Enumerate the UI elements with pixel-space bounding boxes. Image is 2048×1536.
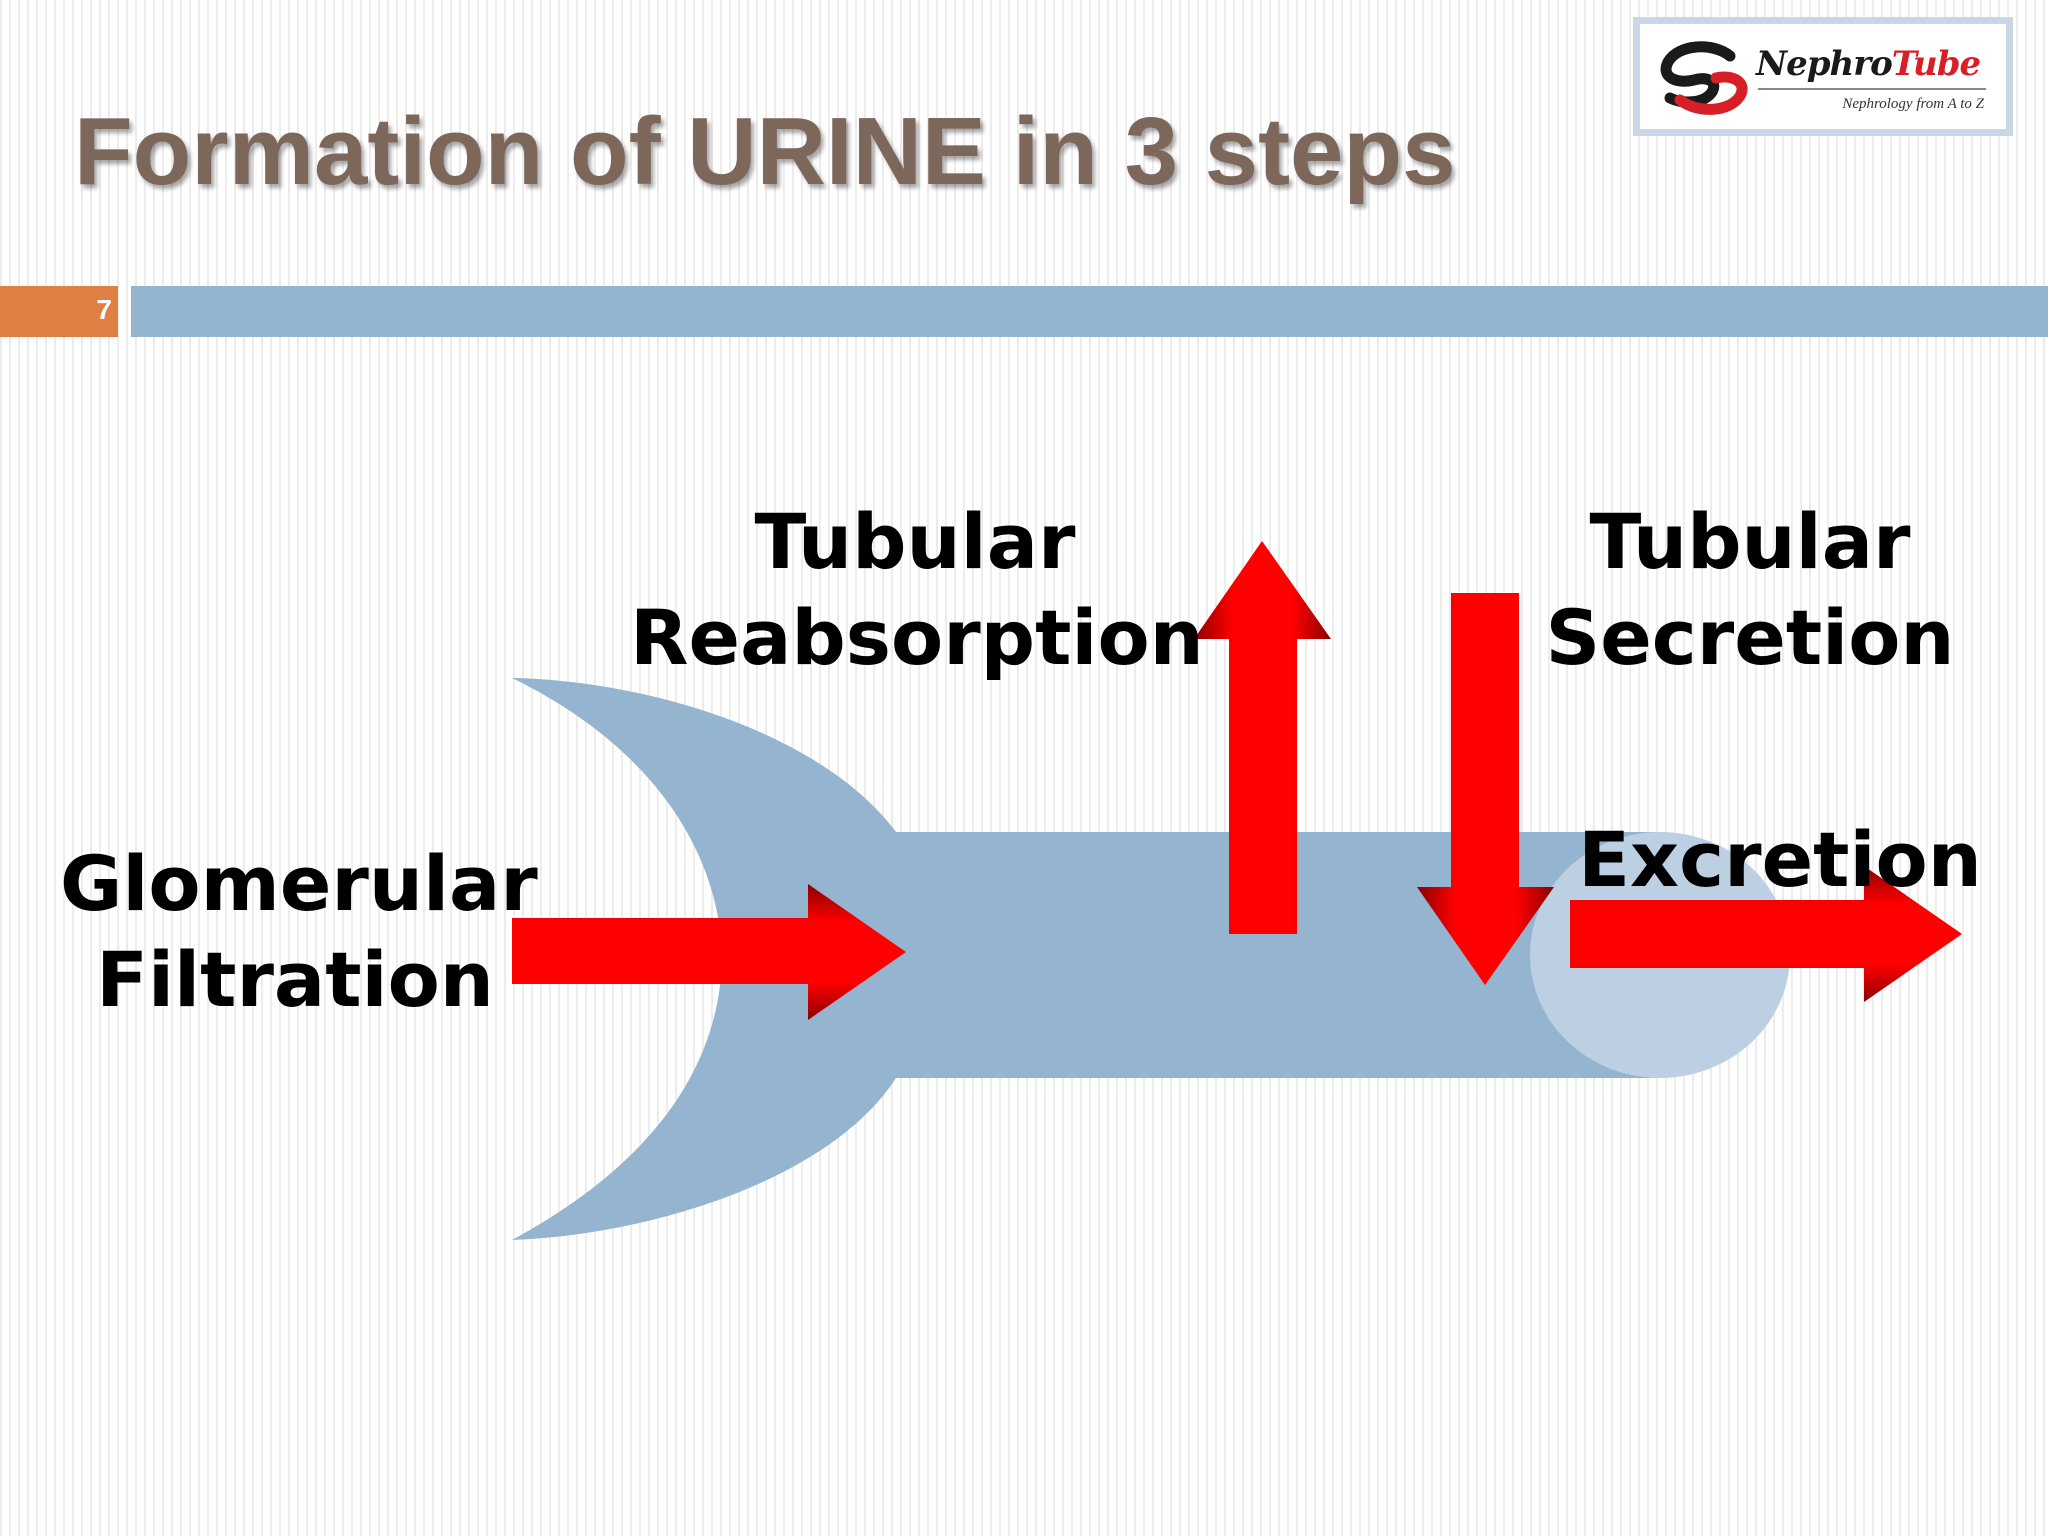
slide-title: Formation of URINE in 3 steps xyxy=(74,98,1456,205)
header-divider-bar xyxy=(131,286,2048,337)
logo-wordmark: NephroTube xyxy=(1756,44,1981,84)
tubular-reabsorption-line1: Tubular xyxy=(754,497,1076,586)
reabsorption-arrow xyxy=(1194,541,1331,934)
glomerular-filtration-line2: Filtration xyxy=(96,935,494,1024)
secretion-arrow xyxy=(1417,593,1554,985)
tubular-reabsorption-line2: Reabsorption xyxy=(630,593,1204,682)
tubular-secretion-line2: Secretion xyxy=(1545,593,1955,682)
slide-number-badge: 7 xyxy=(0,286,118,337)
slide-number: 7 xyxy=(96,294,112,325)
excretion-arrow xyxy=(1570,866,1962,1002)
logo-divider xyxy=(1758,88,1986,90)
glomerular-filtration-line1: Glomerular xyxy=(60,839,538,928)
glomerulus-crescent xyxy=(512,678,896,1240)
logo-panel: NephroTube Nephrology from A to Z xyxy=(1640,24,2006,129)
logo-wordmark-tube: Tube xyxy=(1891,44,1981,84)
tubular-secretion-line1: Tubular xyxy=(1589,497,1911,586)
glomerular-filtration-label: Glomerular Filtration xyxy=(60,836,538,1028)
excretion-line1: Excretion xyxy=(1578,815,1982,904)
logo-wordmark-nephro: Nephro xyxy=(1756,44,1893,84)
tubular-reabsorption-label: Tubular Reabsorption xyxy=(630,494,1204,686)
tubular-secretion-label: Tubular Secretion xyxy=(1530,494,1970,686)
excretion-label: Excretion xyxy=(1570,812,1990,908)
nephrotube-logo: NephroTube Nephrology from A to Z xyxy=(1633,17,2013,136)
logo-tagline: Nephrology from A to Z xyxy=(1842,96,1984,112)
nephrotube-emblem-icon xyxy=(1660,41,1748,115)
filtration-arrow xyxy=(512,884,906,1020)
